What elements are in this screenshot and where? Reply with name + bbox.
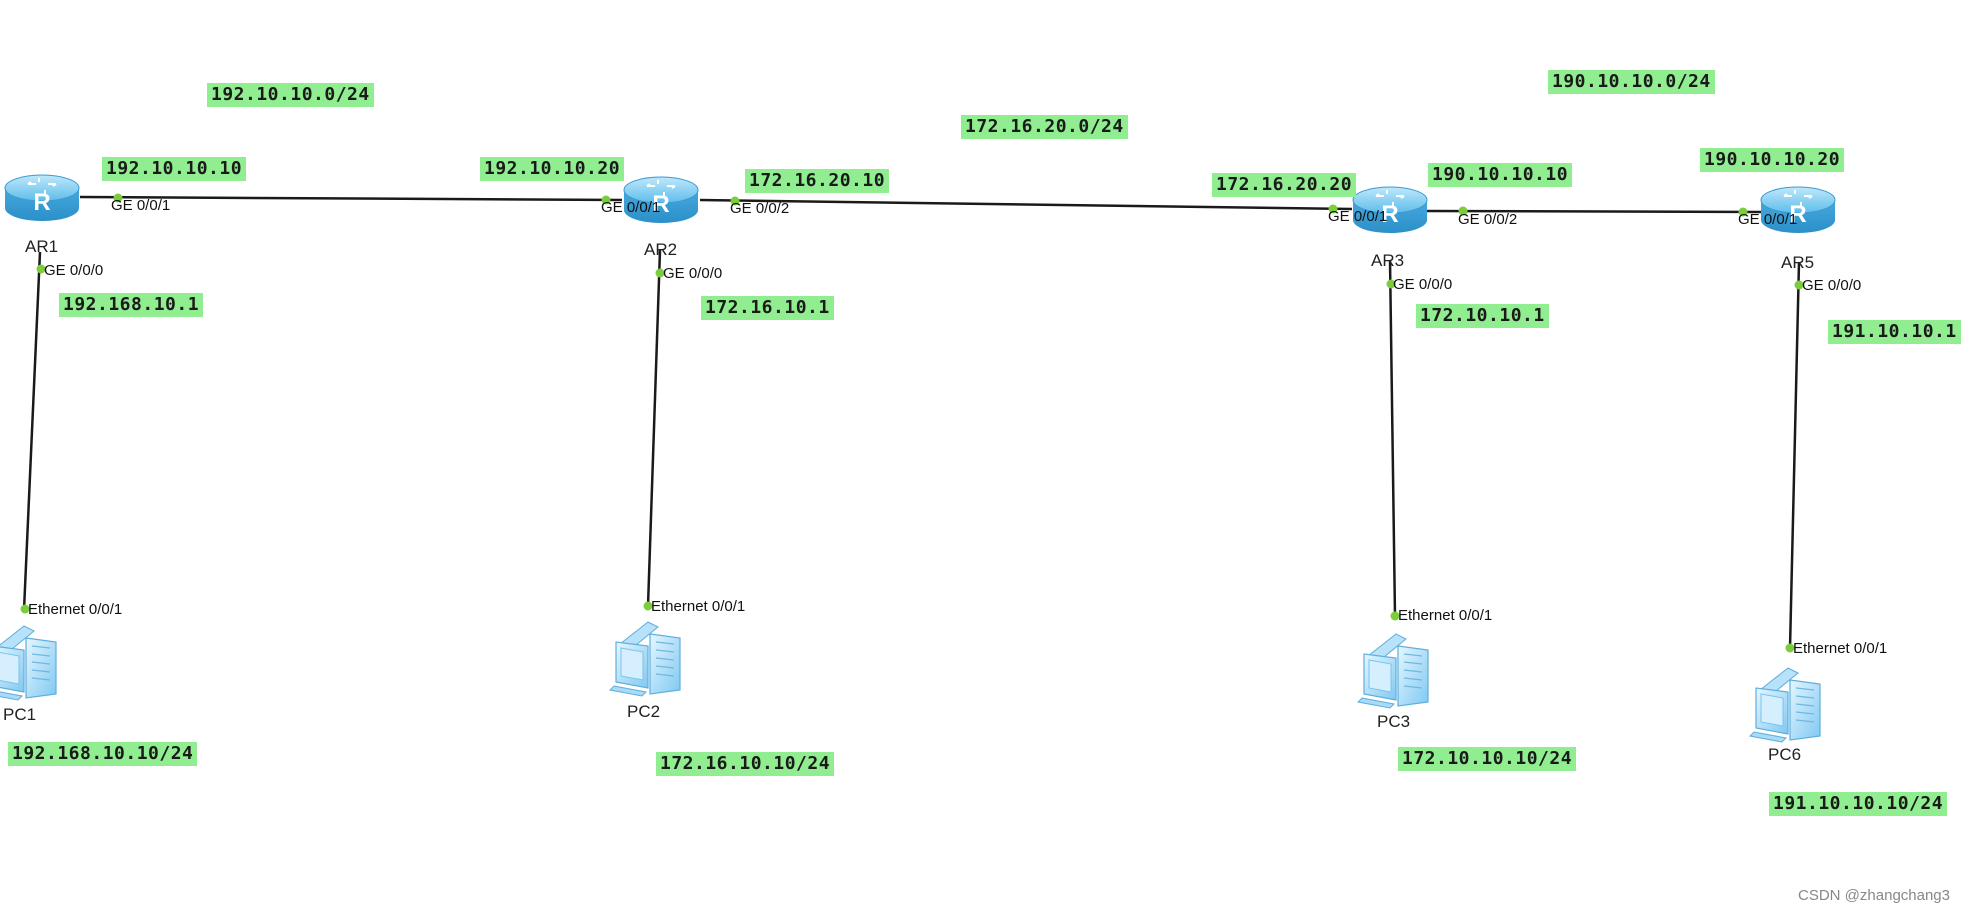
port-dot-ar1-g001	[113, 193, 123, 203]
device-label-pc3: PC3	[1377, 712, 1411, 731]
network-label-ar3-ar5: 190.10.10.0/24	[1548, 70, 1715, 94]
port-label-ar5-g001: GE 0/0/1	[1738, 211, 1798, 228]
ip-ar1-g001: 192.10.10.10	[102, 157, 247, 181]
port-label-pc2: Ethernet 0/0/1	[651, 598, 746, 615]
ip-pc2: 172.16.10.10/24	[656, 752, 835, 776]
device-label-ar1: AR1	[25, 237, 59, 256]
ip-ar3-g001: 172.16.20.20	[1212, 173, 1357, 197]
port-dot-ar3-g000	[1386, 279, 1396, 289]
link-ar3-pc3	[1388, 259, 1397, 617]
ip-ar2-g000: 172.16.10.1	[701, 296, 834, 320]
network-label-ar2-ar3: 172.16.20.0/24	[961, 115, 1128, 139]
ip-pc6: 191.10.10.10/24	[1769, 792, 1948, 816]
port-label-ar2-g001: GE 0/0/1	[601, 199, 661, 216]
port-label-ar5-g000: GE 0/0/0	[1802, 277, 1862, 294]
port-label-ar3-g001: GE 0/0/1	[1328, 208, 1388, 225]
port-label-pc3: Ethernet 0/0/1	[1398, 607, 1493, 624]
watermark: CSDN @zhangchang3	[1798, 887, 1950, 904]
links	[22, 195, 1801, 649]
port-label-ar3-g002: GE 0/0/2	[1458, 211, 1518, 228]
port-dot-ar5-g001	[1738, 207, 1748, 217]
device-label-ar5: AR5	[1781, 253, 1815, 272]
link-ar5-pc6	[1788, 261, 1801, 649]
link-ar1-ar2	[79, 195, 623, 202]
pc-icon-pc1[interactable]	[0, 625, 57, 701]
ip-pc1: 192.168.10.10/24	[8, 742, 198, 766]
pc-icon-pc2[interactable]	[609, 621, 681, 697]
port-label-ar2-g000: GE 0/0/0	[663, 265, 723, 282]
link-ar2-pc2	[646, 249, 662, 607]
port-label-ar2-g002: GE 0/0/2	[730, 200, 790, 217]
pc-icon-pc3[interactable]	[1357, 633, 1429, 709]
link-ar1-pc1	[22, 251, 42, 611]
link-ar3-ar5	[1424, 209, 1763, 214]
port-label-ar1-g000: GE 0/0/0	[44, 262, 104, 279]
port-dot-ar2-g002	[730, 196, 740, 206]
port-dot-ar1-g000	[36, 264, 46, 274]
port-dots	[20, 193, 1804, 653]
port-dot-pc1	[20, 604, 30, 614]
port-label-ar1-g001: GE 0/0/1	[111, 197, 171, 214]
pc-icon-pc6[interactable]	[1749, 667, 1821, 743]
port-dot-ar3-g001	[1328, 204, 1338, 214]
ip-ar5-g001: 190.10.10.20	[1700, 148, 1845, 172]
port-dot-ar2-g001	[601, 195, 611, 205]
port-label-pc6: Ethernet 0/0/1	[1793, 640, 1888, 657]
port-dot-ar2-g000	[655, 268, 665, 278]
ip-ar1-g000: 192.168.10.1	[59, 293, 204, 317]
ip-ar2-g002: 172.16.20.10	[745, 169, 890, 193]
port-dot-ar3-g002	[1458, 206, 1468, 216]
ip-ar3-g002: 190.10.10.10	[1428, 163, 1573, 187]
ip-pc3: 172.10.10.10/24	[1398, 747, 1577, 771]
link-ar2-ar3	[699, 198, 1353, 211]
ip-ar3-g000: 172.10.10.1	[1416, 304, 1549, 328]
port-label-pc1: Ethernet 0/0/1	[28, 601, 123, 618]
port-dot-pc2	[643, 601, 653, 611]
ip-ar2-g001: 192.10.10.20	[480, 157, 625, 181]
device-label-pc1: PC1	[3, 705, 37, 724]
device-label-pc2: PC2	[627, 702, 661, 721]
port-label-ar3-g000: GE 0/0/0	[1393, 276, 1453, 293]
ip-ar5-g000: 191.10.10.1	[1828, 320, 1961, 344]
device-label-ar2: AR2	[644, 240, 678, 259]
network-label-ar1-ar2: 192.10.10.0/24	[207, 83, 374, 107]
device-label-pc6: PC6	[1768, 745, 1802, 764]
port-dot-pc3	[1390, 611, 1400, 621]
device-label-ar3: AR3	[1371, 251, 1405, 270]
port-dot-ar5-g000	[1794, 280, 1804, 290]
router-icon-ar1[interactable]	[4, 174, 80, 222]
port-dot-pc6	[1785, 643, 1795, 653]
